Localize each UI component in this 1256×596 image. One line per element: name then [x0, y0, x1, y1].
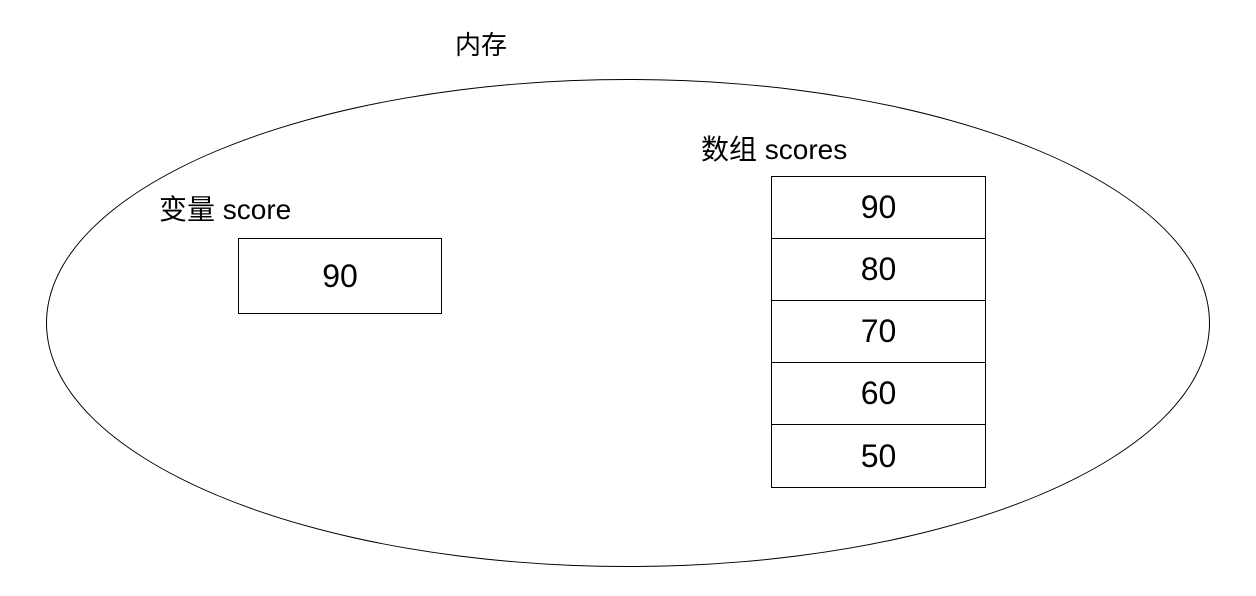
array-cell: 60 [772, 363, 985, 425]
diagram-title: 内存 [455, 30, 508, 60]
array-cell: 50 [860, 437, 897, 474]
array-label: 数组 scores [701, 134, 848, 165]
array-box: 90 80 70 60 50 [771, 176, 986, 488]
variable-label: 变量 score [159, 194, 292, 225]
array-cell: 70 [772, 301, 985, 363]
array-cell: 80 [772, 239, 985, 301]
array-cell: 90 [772, 177, 985, 239]
memory-ellipse-outline [46, 79, 1210, 567]
variable-value-box: 90 [238, 238, 442, 314]
